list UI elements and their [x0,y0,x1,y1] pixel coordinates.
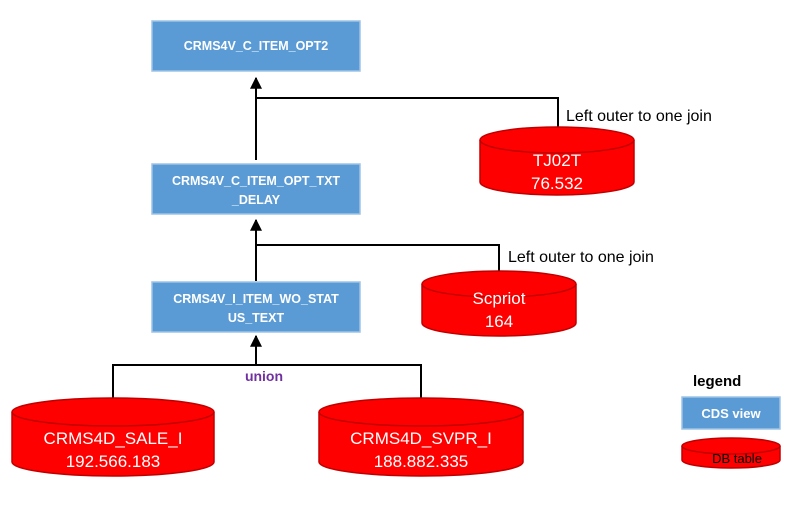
db-table-svpr: CRMS4D_SVPR_I 188.882.335 [318,397,524,477]
cds-view-top-label: CRMS4V_C_ITEM_OPT2 [184,39,329,53]
legend-db-table-label: DB table [712,451,762,466]
union-line [112,364,422,400]
cds-view-top: CRMS4V_C_ITEM_OPT2 [151,20,361,72]
legend-cds-view-label: CDS view [701,406,761,421]
cds-view-middle-label-line2: _DELAY [231,193,281,207]
db-table-svpr-rows: 188.882.335 [374,452,469,471]
db-table-scpriot-name: Scpriot [473,289,526,308]
legend: legend CDS view DB table [681,373,781,469]
db-table-sale-name: CRMS4D_SALE_I [44,429,183,448]
join-label-scpriot: Left outer to one join [508,249,654,266]
join-line-scpriot [256,244,500,272]
join-label-tj02t: Left outer to one join [566,108,712,125]
cds-view-middle: CRMS4V_C_ITEM_OPT_TXT _DELAY [151,163,361,215]
db-table-sale: CRMS4D_SALE_I 192.566.183 [11,397,215,477]
legend-title: legend [693,373,741,390]
cds-view-bottom-label-line2: US_TEXT [228,311,285,325]
cds-view-middle-label-line1: CRMS4V_C_ITEM_OPT_TXT [172,174,340,188]
legend-cds-view: CDS view [681,396,781,430]
legend-db-table: DB table [681,437,781,469]
join-line-tj02t [256,97,559,128]
cds-view-bottom-label-line1: CRMS4V_I_ITEM_WO_STAT [173,292,339,306]
db-table-scpriot: Scpriot 164 [421,270,577,337]
db-table-scpriot-rows: 164 [485,312,513,331]
union-label: union [245,368,283,384]
cds-view-bottom: CRMS4V_I_ITEM_WO_STAT US_TEXT [151,281,361,333]
db-table-tj02t-rows: 76.532 [531,174,583,193]
db-table-svpr-name: CRMS4D_SVPR_I [350,429,492,448]
db-table-tj02t-name: TJ02T [533,151,581,170]
db-table-tj02t: TJ02T 76.532 [479,126,635,196]
db-table-sale-rows: 192.566.183 [66,452,161,471]
connectors [112,76,559,400]
